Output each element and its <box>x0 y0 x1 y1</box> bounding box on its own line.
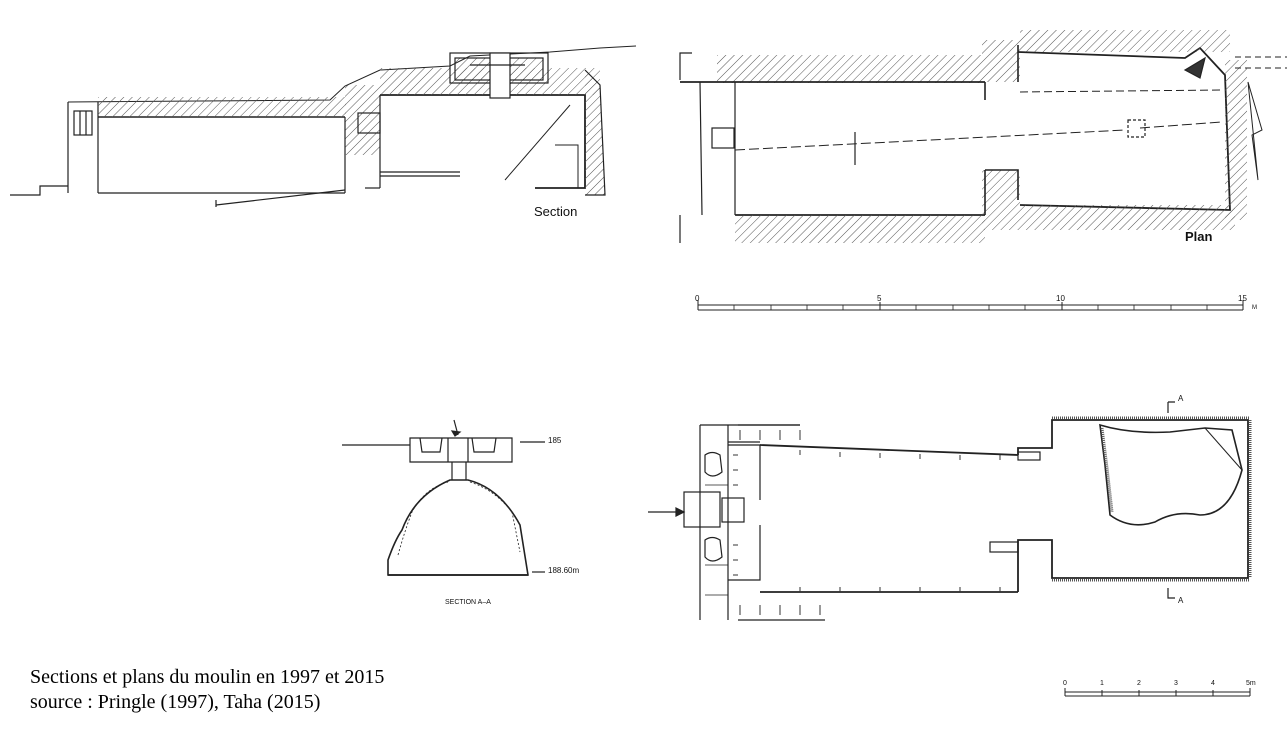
scale-bottom-tick-3: 3 <box>1174 680 1178 687</box>
level-bottom: 188.60m <box>548 566 579 575</box>
scale-top-tick-10: 10 <box>1056 294 1065 303</box>
scale-bar-top <box>697 300 1244 311</box>
plan-2015-drawing <box>648 401 1252 621</box>
caption-title: Sections et plans du moulin en 1997 et 2… <box>30 666 385 688</box>
section-marker-bottom: A <box>1178 596 1184 605</box>
figure-caption: Sections et plans du moulin en 1997 et 2… <box>30 665 384 715</box>
scale-top-tick-5: 5 <box>877 294 882 303</box>
section-marker-top: A <box>1178 394 1184 403</box>
scale-bottom-tick-2: 2 <box>1137 680 1141 687</box>
scale-top-tick-0: 0 <box>695 294 700 303</box>
scale-top-labels: 0 5 10 15 M <box>695 294 1257 311</box>
scale-bar-bottom <box>1064 688 1251 697</box>
scale-bottom-labels: 0 1 2 3 4 5m <box>1063 680 1256 687</box>
scale-top-tick-15: 15 <box>1238 294 1247 303</box>
plan-label: Plan <box>1185 229 1213 244</box>
caption-source: source : Pringle (1997), Taha (2015) <box>30 691 321 713</box>
scale-bottom-tick-5: 5m <box>1246 680 1256 687</box>
section-1997-drawing <box>10 45 637 207</box>
level-top: 185 <box>548 436 562 445</box>
scale-top-unit: M <box>1252 305 1257 311</box>
plan-1997-drawing <box>679 30 1287 243</box>
section-aa-title: SECTION A–A <box>445 599 491 606</box>
scale-bottom-tick-4: 4 <box>1211 680 1215 687</box>
scale-bottom-tick-1: 1 <box>1100 680 1104 687</box>
section-label: Section <box>534 204 577 219</box>
scale-bottom-tick-0: 0 <box>1063 680 1067 687</box>
section-aa-drawing <box>342 419 545 576</box>
